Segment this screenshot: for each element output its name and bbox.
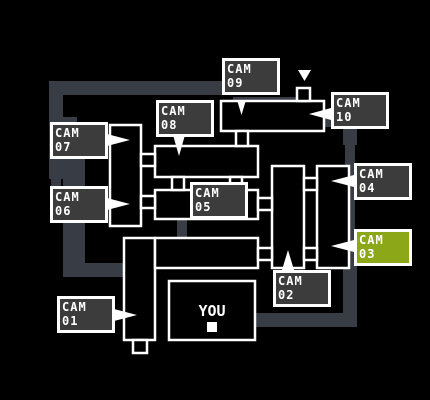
pointer-icon	[282, 250, 294, 270]
connector	[302, 246, 319, 262]
connector	[256, 246, 274, 262]
camera-buttons: CAM09CAM10CAM08CAM07CAM06CAM05CAM04CAM03…	[50, 58, 412, 333]
cam-label-line2: 01	[62, 314, 78, 328]
triangle-down-icon	[298, 70, 311, 81]
connector	[234, 129, 250, 148]
connector	[139, 152, 157, 168]
cam-label-line2: 05	[195, 200, 211, 214]
room-main-hall	[153, 236, 260, 270]
cam-label-line2: 09	[227, 76, 243, 90]
pointer-icon	[309, 108, 331, 120]
cam-label-line1: CAM	[62, 300, 87, 314]
cam-label-line1: CAM	[336, 96, 361, 110]
cam-label-line1: CAM	[55, 190, 80, 204]
pointer-icon	[331, 240, 354, 252]
cam-label-line2: 07	[55, 140, 71, 154]
cam-button-box	[57, 296, 115, 333]
connector	[302, 176, 319, 192]
cam-label-line1: CAM	[195, 186, 220, 200]
you-label: YOU	[198, 302, 225, 320]
cam-label-line1: CAM	[359, 167, 384, 181]
cam-label-line2: 08	[161, 118, 177, 132]
pointer-icon	[114, 309, 137, 321]
cam-button-box	[156, 100, 214, 137]
pointer-icon	[331, 175, 354, 187]
cam-label-line1: CAM	[278, 274, 303, 288]
cam-label-line2: 02	[278, 288, 294, 302]
room-cam09	[219, 99, 326, 133]
cam-label-line2: 10	[336, 110, 352, 124]
you-marker	[207, 322, 217, 332]
cam-label-line2: 03	[359, 247, 375, 261]
cam-button-box	[331, 92, 389, 129]
cam-label-line1: CAM	[227, 62, 252, 76]
connector	[139, 194, 157, 210]
room-right-corridor	[315, 164, 351, 270]
pointer-icon	[173, 135, 185, 156]
cam-button-box	[50, 186, 108, 223]
pointer-icon	[107, 198, 130, 210]
cam-label-line2: 04	[359, 181, 375, 195]
pointer-icon	[237, 100, 246, 115]
cam-button-box	[50, 122, 108, 159]
pointer-icon	[107, 134, 130, 146]
cam-button-box	[222, 58, 280, 95]
room-closet	[131, 338, 149, 355]
room-west-hall	[122, 236, 157, 342]
cam-label-line1: CAM	[161, 104, 186, 118]
cam-button-box	[273, 270, 331, 307]
cam-label-line2: 06	[55, 204, 71, 218]
connector	[170, 175, 186, 192]
connector	[256, 196, 274, 212]
room-hall-top	[153, 144, 260, 179]
cam-button-box	[190, 182, 248, 219]
room-cam09-vent	[295, 86, 312, 103]
cam-label-line1: CAM	[55, 126, 80, 140]
cam-button-box	[354, 163, 412, 200]
cam-label-line1: CAM	[359, 233, 384, 247]
cam-button-box	[354, 229, 412, 266]
